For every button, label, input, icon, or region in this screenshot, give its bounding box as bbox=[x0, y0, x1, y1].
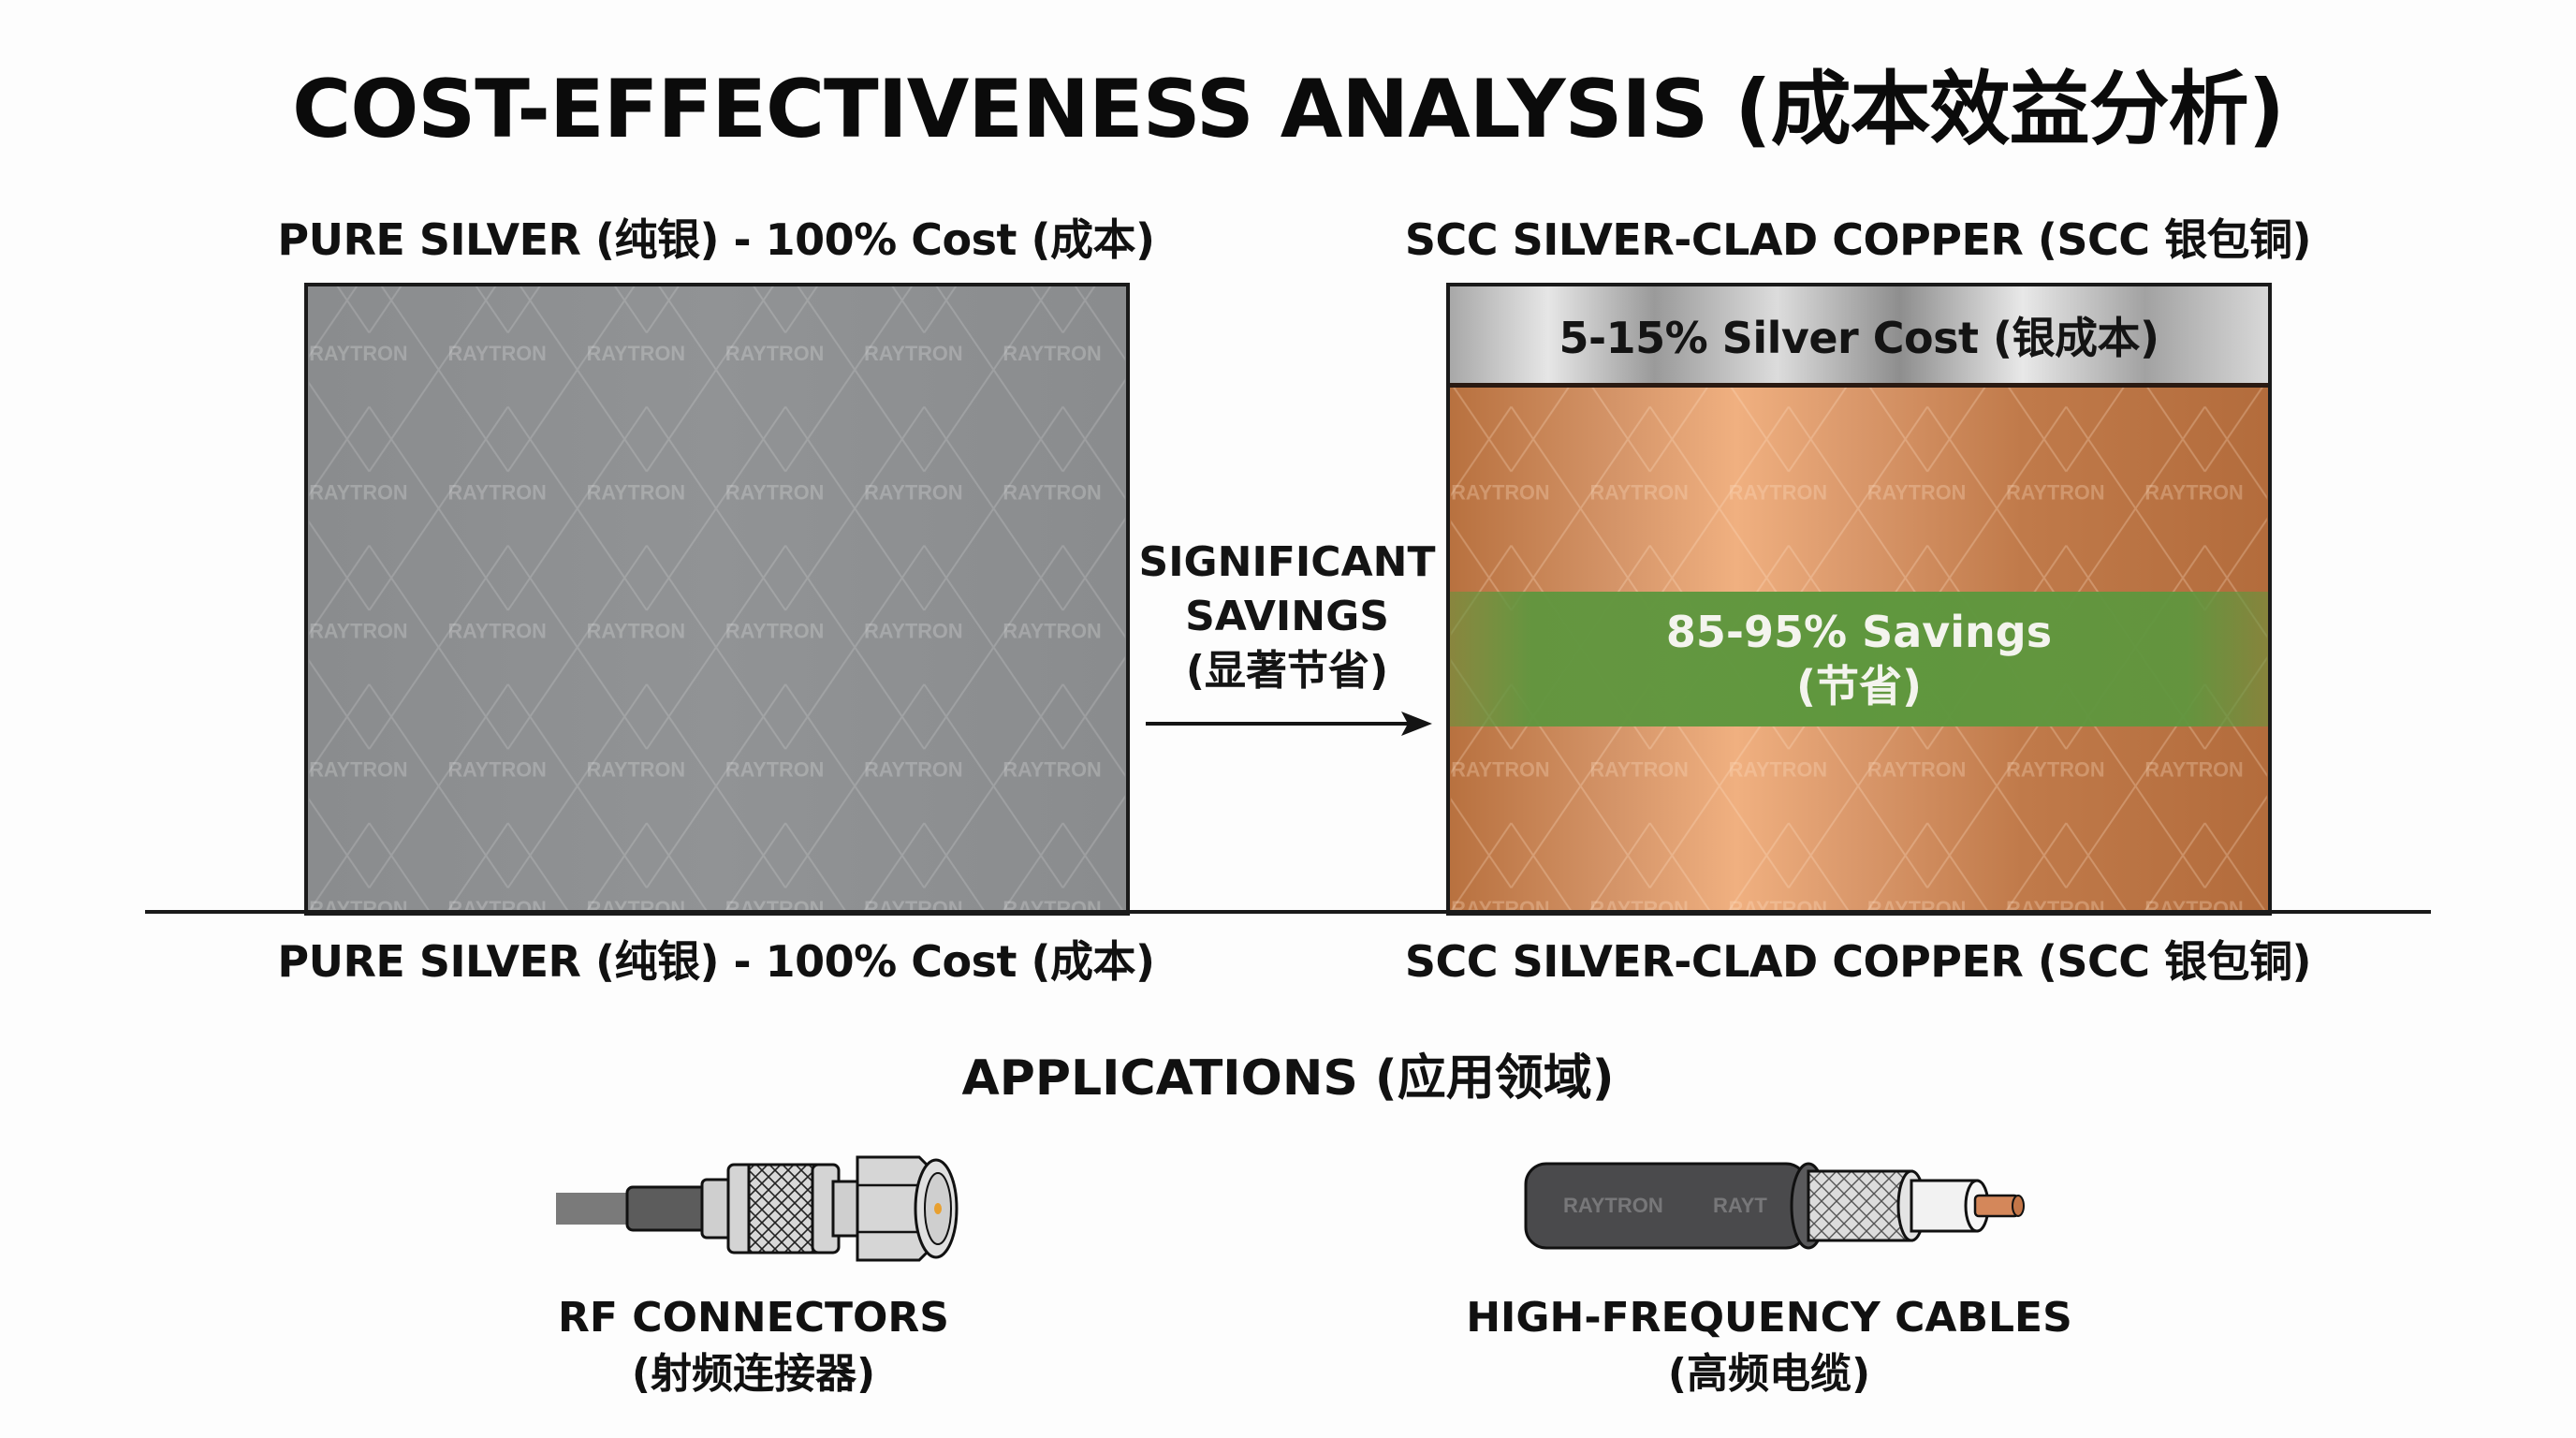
hf-cables-label-cn: (高频电缆) bbox=[1667, 1350, 1871, 1398]
svg-text:RAYTRON: RAYTRON bbox=[587, 342, 685, 365]
svg-text:RAYTRON: RAYTRON bbox=[1003, 758, 1101, 782]
savings-percent-label: 85-95% Savings bbox=[1665, 607, 2053, 657]
baseline-divider bbox=[145, 910, 2431, 914]
rf-connectors-label-cn: (射频连接器) bbox=[631, 1350, 876, 1398]
rf-connector-icon bbox=[556, 1155, 959, 1262]
svg-text:RAYTRON: RAYTRON bbox=[1451, 758, 1549, 782]
svg-text:RAYTRON: RAYTRON bbox=[725, 758, 824, 782]
callout-line-2: SAVINGS bbox=[1185, 593, 1389, 640]
svg-text:RAYTRON: RAYTRON bbox=[2144, 758, 2243, 782]
svg-text:RAYTRON: RAYTRON bbox=[864, 480, 962, 504]
svg-text:RAYTRON: RAYTRON bbox=[725, 342, 824, 365]
coaxial-cable-icon: RAYTRON RAYT bbox=[1524, 1162, 2025, 1250]
scc-cost-block: RAYTRON RAYTRON RAYTRON RAYTRON RAYTRON RAYTR… bbox=[1446, 283, 2272, 916]
callout-line-3: (显著节省) bbox=[1185, 647, 1389, 695]
svg-text:RAYTRON: RAYTRON bbox=[864, 620, 962, 643]
savings-cn-label: (节省) bbox=[1795, 661, 1923, 712]
svg-text:RAYTRON: RAYTRON bbox=[1729, 480, 1827, 504]
svg-text:RAYTRON: RAYTRON bbox=[309, 342, 407, 365]
svg-text:RAYTRON: RAYTRON bbox=[1589, 758, 1688, 782]
svg-text:RAYT: RAYT bbox=[1713, 1194, 1767, 1217]
silver-cost-band: 5-15% Silver Cost (银成本) bbox=[1450, 286, 2268, 388]
svg-text:RAYTRON: RAYTRON bbox=[587, 758, 685, 782]
pure-silver-bottom-label: PURE SILVER (纯银) - 100% Cost (成本) bbox=[277, 936, 1155, 987]
svg-text:RAYTRON: RAYTRON bbox=[309, 480, 407, 504]
rf-connectors-label-en: RF CONNECTORS bbox=[558, 1294, 949, 1342]
significant-savings-callout: SIGNIFICANT SAVINGS (显著节省) bbox=[1137, 536, 1437, 698]
svg-text:RAYTRON: RAYTRON bbox=[1867, 758, 1966, 782]
svg-text:RAYTRON: RAYTRON bbox=[447, 342, 546, 365]
svg-text:RAYTRON: RAYTRON bbox=[587, 620, 685, 643]
svg-text:RAYTRON: RAYTRON bbox=[1003, 620, 1101, 643]
svg-text:RAYTRON: RAYTRON bbox=[864, 758, 962, 782]
scc-top-label: SCC SILVER-CLAD COPPER (SCC 银包铜) bbox=[1404, 214, 2312, 265]
silver-cost-label: 5-15% Silver Cost (银成本) bbox=[1559, 312, 2159, 363]
svg-text:RAYTRON: RAYTRON bbox=[447, 480, 546, 504]
svg-text:RAYTRON: RAYTRON bbox=[725, 620, 824, 643]
pure-silver-cost-block: RAYTRON RAYTRON RAYTRON RAYTRON RAYTRON RAYTR… bbox=[304, 283, 1130, 916]
svg-text:RAYTRON: RAYTRON bbox=[447, 620, 546, 643]
svg-text:RAYTRON: RAYTRON bbox=[1729, 758, 1827, 782]
svg-text:RAYTRON: RAYTRON bbox=[2006, 480, 2104, 504]
svg-text:RAYTRON: RAYTRON bbox=[1589, 480, 1688, 504]
svg-text:RAYTRON: RAYTRON bbox=[1003, 342, 1101, 365]
scc-bottom-label: SCC SILVER-CLAD COPPER (SCC 银包铜) bbox=[1404, 936, 2312, 987]
svg-text:RAYTRON: RAYTRON bbox=[309, 758, 407, 782]
watermark-pattern: RAYTRON RAYTRON RAYTRON RAYTRON RAYTRON RAYTR… bbox=[309, 286, 1125, 912]
svg-text:RAYTRON: RAYTRON bbox=[1003, 480, 1101, 504]
svg-text:RAYTRON: RAYTRON bbox=[587, 480, 685, 504]
svg-text:RAYTRON: RAYTRON bbox=[2144, 480, 2243, 504]
svg-text:RAYTRON: RAYTRON bbox=[447, 758, 546, 782]
svg-text:RAYTRON: RAYTRON bbox=[725, 480, 824, 504]
savings-band: 85-95% Savings (节省) bbox=[1450, 592, 2268, 726]
page-title: COST-EFFECTIVENESS ANALYSIS (成本效益分析) bbox=[292, 63, 2285, 156]
svg-text:RAYTRON: RAYTRON bbox=[864, 342, 962, 365]
svg-text:RAYTRON: RAYTRON bbox=[2006, 758, 2104, 782]
svg-text:RAYTRON: RAYTRON bbox=[309, 620, 407, 643]
svg-text:RAYTRON: RAYTRON bbox=[1867, 480, 1966, 504]
callout-line-1: SIGNIFICANT bbox=[1138, 538, 1436, 586]
pure-silver-top-label: PURE SILVER (纯银) - 100% Cost (成本) bbox=[277, 214, 1155, 265]
applications-heading: APPLICATIONS (应用领域) bbox=[961, 1050, 1615, 1107]
svg-text:RAYTRON: RAYTRON bbox=[1451, 480, 1549, 504]
svg-text:RAYTRON: RAYTRON bbox=[1563, 1194, 1663, 1217]
hf-cables-label-en: HIGH-FREQUENCY CABLES bbox=[1466, 1294, 2072, 1342]
right-arrow-icon bbox=[1146, 712, 1432, 736]
